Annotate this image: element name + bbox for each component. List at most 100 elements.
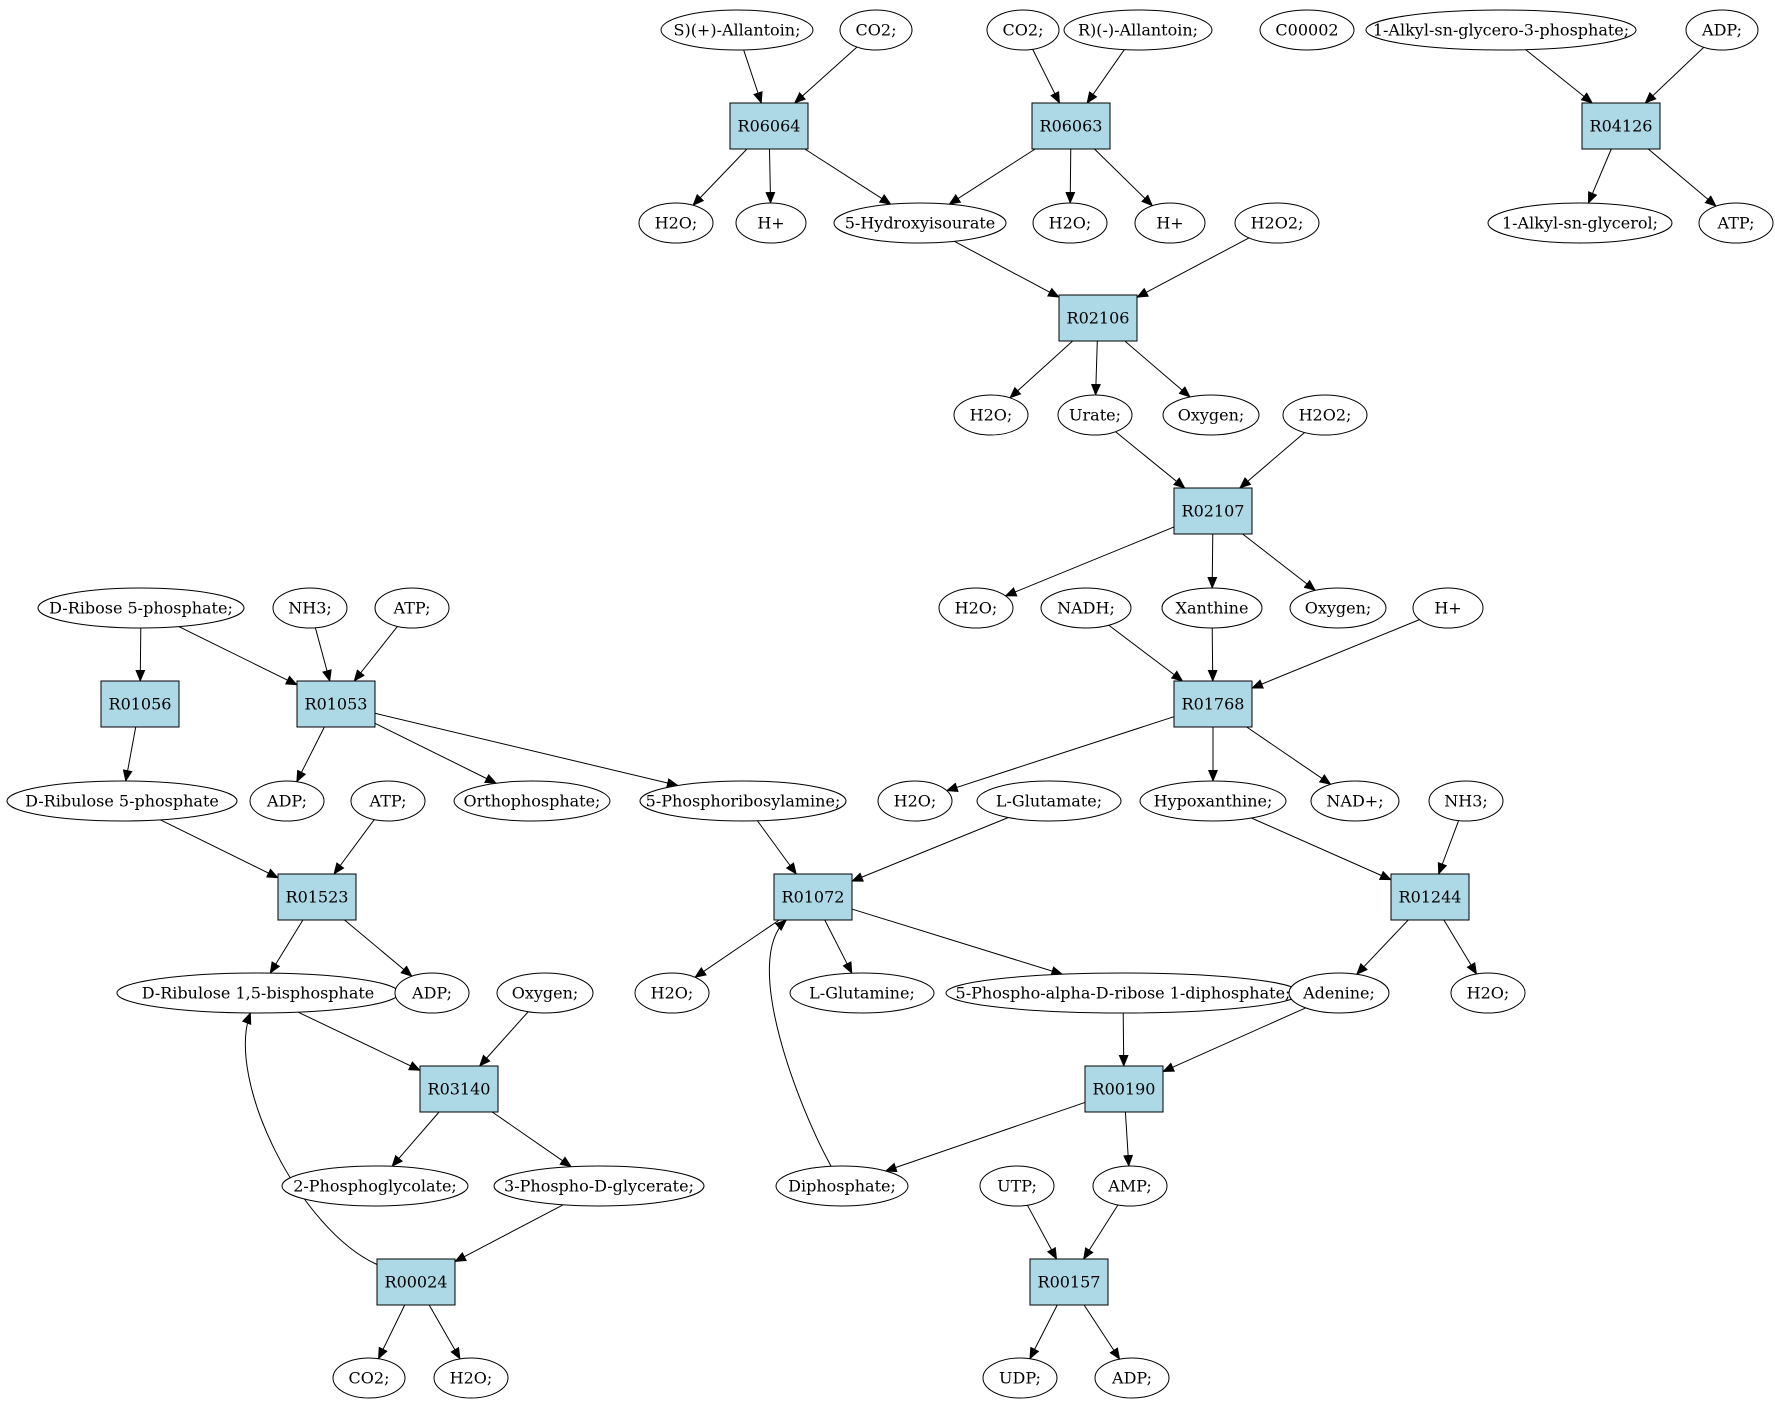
- compound-node-amp[interactable]: AMP;: [1092, 1165, 1168, 1207]
- compound-node-nadh[interactable]: NADH;: [1040, 587, 1132, 629]
- compound-node-hydroxyisourate[interactable]: 5-Hydroxyisourate: [833, 202, 1007, 244]
- compound-node-oxygen-c[interactable]: Oxygen;: [496, 972, 594, 1014]
- reaction-node-r01244[interactable]: R01244: [1390, 873, 1470, 921]
- compound-node-h2o-f[interactable]: H2O;: [634, 972, 710, 1014]
- reaction-label: R02107: [1182, 502, 1245, 521]
- compound-label: L-Glutamate;: [996, 792, 1102, 811]
- compound-node-h2o-a[interactable]: H2O;: [638, 202, 714, 244]
- compound-node-oxygen-b[interactable]: Oxygen;: [1289, 587, 1387, 629]
- compound-node-alkyl-g3p[interactable]: 1-Alkyl-sn-glycero-3-phosphate;: [1365, 9, 1637, 51]
- reaction-node-r00157[interactable]: R00157: [1029, 1258, 1109, 1306]
- compound-node-utp[interactable]: UTP;: [979, 1165, 1055, 1207]
- reaction-node-r03140[interactable]: R03140: [419, 1065, 499, 1113]
- reaction-node-r01072[interactable]: R01072: [773, 873, 853, 921]
- compound-ellipse: [775, 1165, 909, 1207]
- reaction-node-r02107[interactable]: R02107: [1173, 487, 1253, 535]
- reaction-node-r06064[interactable]: R06064: [729, 102, 809, 150]
- edges-layer: [122, 46, 1717, 1360]
- reaction-label: R00190: [1093, 1080, 1156, 1099]
- reaction-node-r04126[interactable]: R04126: [1581, 102, 1661, 150]
- compound-node-lglutamate[interactable]: L-Glutamate;: [976, 780, 1122, 822]
- compound-ellipse: [976, 780, 1122, 822]
- compound-node-udp[interactable]: UDP;: [982, 1357, 1058, 1399]
- compound-node-ribulose15bp[interactable]: D-Ribulose 1,5-bisphosphate: [116, 972, 400, 1014]
- compound-node-hplus-a[interactable]: H+: [735, 202, 807, 244]
- compound-node-h2o2-a[interactable]: H2O2;: [1234, 202, 1320, 244]
- compound-ellipse: [433, 1357, 509, 1399]
- compound-node-s-allantoin[interactable]: S)(+)-Allantoin;: [660, 9, 814, 51]
- compound-node-co2-c[interactable]: CO2;: [332, 1357, 406, 1399]
- compound-node-co2-a[interactable]: CO2;: [839, 9, 913, 51]
- reaction-node-r01523[interactable]: R01523: [277, 873, 357, 921]
- compound-node-h2o-b[interactable]: H2O;: [1032, 202, 1108, 244]
- compound-ellipse: [453, 780, 611, 822]
- compound-ellipse: [6, 780, 238, 822]
- compound-node-h2o2-b[interactable]: H2O2;: [1282, 394, 1368, 436]
- compound-node-h2o-h[interactable]: H2O;: [433, 1357, 509, 1399]
- edge-arrow: [178, 626, 298, 686]
- reaction-node-r06063[interactable]: R06063: [1031, 102, 1111, 150]
- compound-label: UDP;: [999, 1369, 1041, 1388]
- compound-node-urate[interactable]: Urate;: [1057, 394, 1133, 436]
- compound-label: H2O;: [894, 792, 937, 811]
- edge-arrow: [314, 627, 332, 682]
- compound-node-atp-a[interactable]: ATP;: [1698, 202, 1774, 244]
- compound-node-nh3-b[interactable]: NH3;: [1428, 780, 1504, 822]
- compound-node-co2-b[interactable]: CO2;: [986, 9, 1060, 51]
- compound-node-diphosphate[interactable]: Diphosphate;: [775, 1165, 909, 1207]
- compound-node-h2o-g[interactable]: H2O;: [1450, 972, 1526, 1014]
- compound-label: Urate;: [1069, 406, 1121, 425]
- compound-node-atp-c[interactable]: ATP;: [350, 780, 426, 822]
- compound-node-hplus-b[interactable]: H+: [1134, 202, 1206, 244]
- compound-node-h2o-e[interactable]: H2O;: [877, 780, 953, 822]
- compound-node-r-allantoin[interactable]: R)(-)-Allantoin;: [1063, 9, 1213, 51]
- reaction-box: [100, 680, 180, 728]
- compound-node-alkyl-glycerol[interactable]: 1-Alkyl-sn-glycerol;: [1487, 202, 1673, 244]
- compound-ellipse: [493, 1165, 705, 1207]
- reaction-node-r01768[interactable]: R01768: [1173, 680, 1253, 728]
- compound-node-adp-a[interactable]: ADP;: [1685, 9, 1759, 51]
- compound-label: R)(-)-Allantoin;: [1078, 21, 1198, 40]
- compound-node-phosphoribosylamine[interactable]: 5-Phosphoribosylamine;: [639, 780, 847, 822]
- compound-node-orthophosphate[interactable]: Orthophosphate;: [453, 780, 611, 822]
- compound-label: ADP;: [1701, 21, 1742, 40]
- compound-label: H2O;: [970, 406, 1013, 425]
- compound-node-prpp[interactable]: 5-Phospho-alpha-D-ribose 1-diphosphate;: [945, 972, 1301, 1014]
- compound-node-adenine[interactable]: Adenine;: [1288, 972, 1390, 1014]
- compound-label: H2O;: [1467, 984, 1510, 1003]
- compound-node-nadplus[interactable]: NAD+;: [1310, 780, 1400, 822]
- compound-node-c00002[interactable]: C00002: [1259, 9, 1355, 51]
- compound-node-hypoxanthine[interactable]: Hypoxanthine;: [1139, 780, 1287, 822]
- compound-node-ribose5p[interactable]: D-Ribose 5-phosphate;: [37, 587, 245, 629]
- reaction-node-r02106[interactable]: R02106: [1058, 294, 1138, 342]
- compound-node-adp-c[interactable]: ADP;: [394, 972, 470, 1014]
- compound-node-hplus-c[interactable]: H+: [1412, 587, 1484, 629]
- reaction-label: R01523: [286, 888, 349, 907]
- compound-node-h2o-c[interactable]: H2O;: [953, 394, 1029, 436]
- compound-node-phosphoglycolate[interactable]: 2-Phosphoglycolate;: [281, 1165, 469, 1207]
- compound-node-lglutamine[interactable]: L-Glutamine;: [789, 972, 935, 1014]
- compound-node-atp-b[interactable]: ATP;: [374, 587, 450, 629]
- reaction-box: [729, 102, 809, 150]
- edge-arrow: [948, 148, 1036, 205]
- edge-arrow: [1090, 340, 1101, 397]
- reaction-node-r00024[interactable]: R00024: [376, 1258, 456, 1306]
- compound-label: D-Ribulose 1,5-bisphosphate: [142, 984, 375, 1003]
- compound-node-oxygen-a[interactable]: Oxygen;: [1162, 394, 1260, 436]
- compound-node-h2o-d[interactable]: H2O;: [938, 587, 1014, 629]
- compound-ellipse: [1057, 394, 1133, 436]
- reaction-node-r01053[interactable]: R01053: [296, 680, 376, 728]
- edge-arrow: [1647, 148, 1717, 207]
- compound-node-phosphoglycerate[interactable]: 3-Phospho-D-glycerate;: [493, 1165, 705, 1207]
- reaction-node-r00190[interactable]: R00190: [1084, 1065, 1164, 1113]
- compound-ellipse: [1162, 394, 1260, 436]
- reaction-node-r01056[interactable]: R01056: [100, 680, 180, 728]
- compound-node-xanthine[interactable]: Xanthine: [1161, 587, 1263, 629]
- compound-node-adp-d[interactable]: ADP;: [1094, 1357, 1170, 1399]
- compound-node-nh3-a[interactable]: NH3;: [272, 587, 348, 629]
- compound-node-adp-b[interactable]: ADP;: [249, 780, 325, 822]
- reaction-label: R01056: [109, 695, 172, 714]
- compound-node-ribulose5p[interactable]: D-Ribulose 5-phosphate: [6, 780, 238, 822]
- edge-arrow: [135, 627, 146, 682]
